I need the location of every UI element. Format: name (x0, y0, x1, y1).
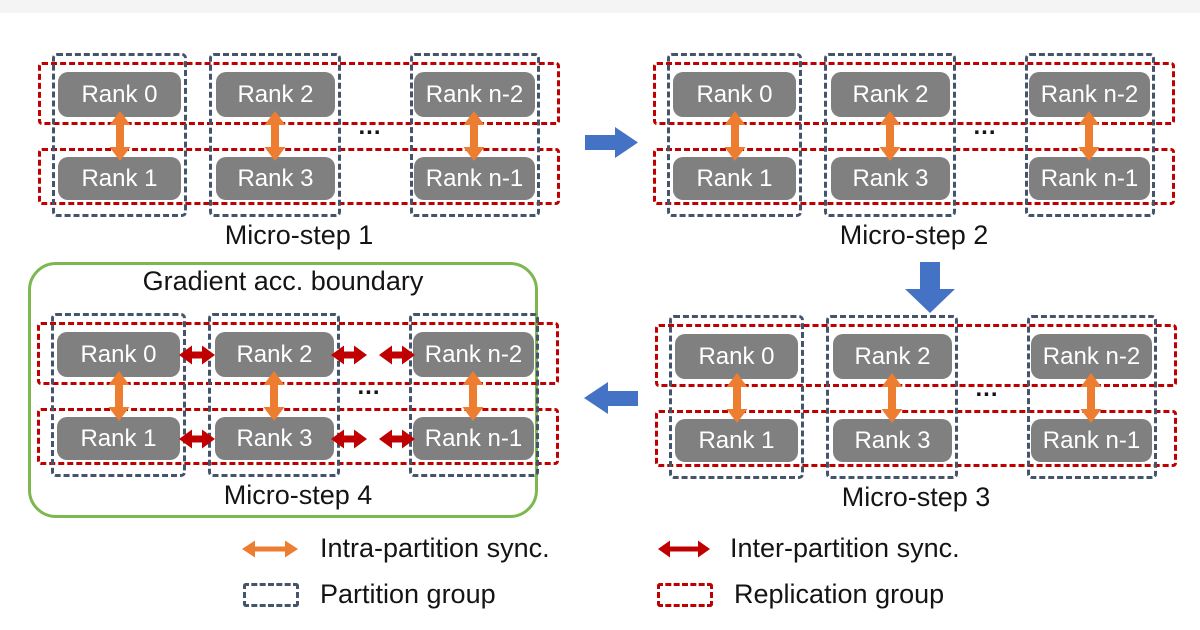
partition-group-box (826, 315, 958, 479)
ellipsis: ... (357, 373, 381, 400)
partition-group-swatch (243, 583, 299, 607)
intra-sync-arrow-icon (1078, 111, 1100, 161)
step-arrow-right-icon (585, 127, 638, 158)
rank-box: Rank 2 (833, 334, 952, 379)
partition-group-box (669, 315, 804, 479)
step-arrow-left-icon (584, 382, 638, 414)
inter-sync-arrow-icon (179, 345, 215, 365)
partition-group-box (52, 53, 187, 217)
panel-label: Micro-step 3 (841, 482, 991, 512)
rank-box: Rank n-1 (414, 157, 535, 200)
rank-box: Rank 0 (673, 72, 796, 117)
replication-group-box (655, 324, 1177, 387)
partition-group-box (667, 53, 802, 217)
partition-group-box (409, 313, 539, 477)
rank-box: Rank n-1 (1029, 157, 1150, 200)
intra-sync-legend-arrow-icon (242, 540, 298, 558)
replication-group-swatch (657, 583, 713, 607)
rank-box: Rank 3 (831, 157, 950, 200)
partition-group-box (1025, 53, 1155, 217)
replication-group-legend-label: Replication group (734, 579, 945, 609)
intra-sync-arrow-icon (881, 373, 903, 423)
intra-sync-arrow-icon (108, 371, 130, 421)
inter-sync-arrow-icon (379, 345, 415, 365)
partition-group-box (410, 53, 540, 217)
rank-box: Rank 3 (215, 417, 334, 460)
rank-box: Rank n-1 (1031, 419, 1152, 462)
inter-sync-arrow-icon (179, 429, 215, 449)
rank-box: Rank n-2 (413, 332, 534, 377)
inter-sync-legend-label: Inter-partition sync. (730, 533, 960, 563)
partition-group-box (824, 53, 956, 217)
rank-box: Rank 1 (675, 419, 798, 462)
rank-box: Rank 1 (673, 157, 796, 200)
rank-box: Rank 2 (215, 332, 334, 377)
micro-step-3-panel: Rank 0 Rank 2 Rank n-2 Rank 1 Rank 3 Ran… (655, 315, 1177, 515)
panel-label: Micro-step 4 (223, 480, 373, 510)
replication-group-box (38, 62, 560, 125)
partition-group-box (208, 313, 340, 477)
intra-sync-arrow-icon (264, 111, 286, 161)
rank-box: Rank n-1 (413, 417, 534, 460)
intra-sync-arrow-icon (724, 111, 746, 161)
rank-box: Rank n-2 (414, 72, 535, 117)
partition-group-box (209, 53, 341, 217)
ellipsis: ... (973, 113, 997, 140)
rank-box: Rank n-2 (1031, 334, 1152, 379)
inter-sync-arrow-icon (331, 345, 367, 365)
inter-sync-arrow-icon (331, 429, 367, 449)
replication-group-box (37, 322, 559, 385)
top-band (0, 0, 1200, 13)
gradient-boundary-label: Gradient acc. boundary (142, 266, 424, 296)
partition-group-legend-label: Partition group (320, 579, 496, 609)
partition-group-box (1027, 315, 1157, 479)
panel-label: Micro-step 1 (224, 220, 374, 250)
rank-box: Rank 2 (831, 72, 950, 117)
intra-sync-arrow-icon (726, 373, 748, 423)
replication-group-box (655, 410, 1177, 467)
ellipsis: ... (358, 113, 382, 140)
rank-box: Rank 3 (216, 157, 335, 200)
ellipsis: ... (975, 375, 999, 402)
intra-sync-arrow-icon (879, 111, 901, 161)
rank-box: Rank n-2 (1029, 72, 1150, 117)
step-arrow-down-icon (905, 262, 955, 313)
replication-group-box (653, 62, 1175, 125)
replication-group-box (653, 148, 1175, 205)
intra-sync-legend-label: Intra-partition sync. (320, 533, 550, 563)
rank-box: Rank 2 (216, 72, 335, 117)
replication-group-box (37, 408, 559, 465)
replication-group-box (38, 148, 560, 205)
micro-step-4-panel: Rank 0 Rank 2 Rank n-2 Rank 1 Rank 3 Ran… (37, 313, 559, 513)
rank-box: Rank 3 (833, 419, 952, 462)
micro-step-1-panel: Rank 0 Rank 2 Rank n-2 Rank 1 Rank 3 Ran… (38, 53, 560, 253)
rank-box: Rank 0 (675, 334, 798, 379)
intra-sync-arrow-icon (463, 111, 485, 161)
intra-sync-arrow-icon (109, 111, 131, 161)
intra-sync-arrow-icon (462, 371, 484, 421)
intra-sync-arrow-icon (1080, 373, 1102, 423)
rank-box: Rank 1 (57, 417, 180, 460)
inter-sync-legend-arrow-icon (658, 540, 710, 558)
inter-sync-arrow-icon (379, 429, 415, 449)
panel-label: Micro-step 2 (839, 220, 989, 250)
micro-step-2-panel: Rank 0 Rank 2 Rank n-2 Rank 1 Rank 3 Ran… (653, 53, 1175, 253)
partition-group-box (51, 313, 186, 477)
intra-sync-arrow-icon (263, 371, 285, 421)
rank-box: Rank 1 (58, 157, 181, 200)
rank-box: Rank 0 (57, 332, 180, 377)
rank-box: Rank 0 (58, 72, 181, 117)
